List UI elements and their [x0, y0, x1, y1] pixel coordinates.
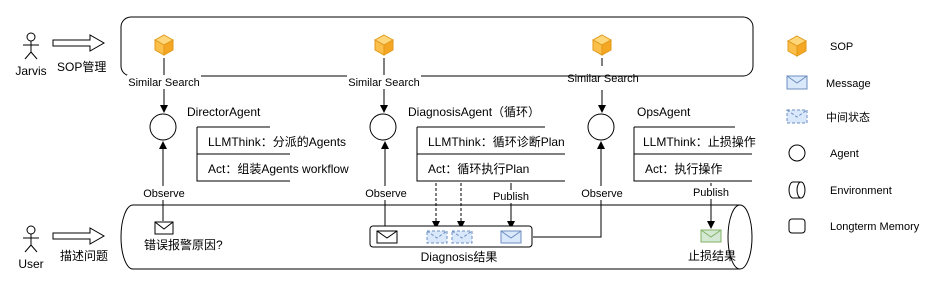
jarvis-label: Jarvis — [15, 64, 46, 78]
ops-agent-act: Act：执行操作 — [645, 161, 722, 176]
ops-agent-circle — [587, 113, 615, 141]
sop-cube-icon — [787, 35, 807, 57]
legend-label: Longterm Memory — [830, 221, 920, 233]
user-action: 描述问题 — [60, 249, 108, 263]
user-arrow — [52, 227, 106, 245]
sop-cube-icon — [374, 34, 394, 56]
diagnosis-message-group — [369, 225, 533, 248]
diagnosis-agent-act: Act：循环执行Plan — [428, 162, 529, 176]
director-similar-search: Similar Search — [128, 77, 200, 89]
legend-label: Agent — [830, 148, 859, 160]
ops-agent-think: LLMThink：止损操作 — [643, 134, 756, 149]
diagnosis-publish: Publish — [493, 191, 529, 203]
stop-loss-result-text: 止损结果 — [688, 249, 736, 263]
user-actor-icon — [23, 225, 39, 253]
director-agent-think: LLMThink：分派的Agents — [208, 134, 346, 149]
intermediate-state-icon — [786, 109, 808, 124]
legend-label: 中间状态 — [826, 110, 870, 124]
ops-similar-search: Similar Search — [567, 73, 639, 85]
ops-observe: Observe — [581, 188, 623, 200]
message-envelope-icon — [154, 221, 174, 235]
ops-agent-name: OpsAgent — [637, 105, 691, 119]
director-agent-name: DirectorAgent — [187, 105, 261, 119]
longterm-memory-box — [120, 16, 754, 77]
agent-circle-icon — [788, 144, 806, 162]
sop-cube-icon — [592, 34, 612, 56]
ops-publish: Publish — [693, 187, 729, 199]
message-envelope-icon — [786, 75, 808, 90]
user-question-text: 错误报警原因? — [144, 237, 223, 252]
legend-label: Environment — [830, 185, 892, 197]
diagnosis-observe: Observe — [365, 188, 407, 200]
jarvis-action: SOP管理 — [57, 59, 106, 74]
legend-label: SOP — [830, 41, 853, 53]
sop-cube-icon — [154, 34, 174, 56]
diagnosis-agent-think: LLMThink：循环诊断Plan — [428, 134, 565, 149]
jarvis-actor-icon — [23, 32, 39, 60]
diagnosis-agent-circle — [369, 113, 397, 141]
jarvis-arrow — [52, 34, 106, 52]
message-envelope-icon — [500, 230, 522, 244]
director-observe: Observe — [143, 188, 185, 200]
director-agent-circle — [149, 113, 177, 141]
diagnosis-result-text: Diagnosis结果 — [421, 250, 498, 264]
intermediate-state-icon — [451, 230, 473, 244]
legend: SOP Message 中间状态 Agent Environment Longt… — [786, 35, 920, 234]
legend-label: Message — [826, 78, 871, 90]
longterm-memory-icon — [788, 218, 806, 234]
result-message-icon — [700, 229, 722, 243]
message-envelope-icon — [376, 230, 398, 244]
intermediate-state-icon — [426, 230, 448, 244]
environment-cylinder-icon — [788, 181, 806, 199]
director-agent-act: Act：组装Agents workflow — [208, 162, 349, 176]
diagnosis-similar-search: Similar Search — [348, 77, 420, 89]
user-label: User — [18, 257, 43, 271]
diagnosis-agent-name: DiagnosisAgent（循环） — [408, 105, 540, 119]
